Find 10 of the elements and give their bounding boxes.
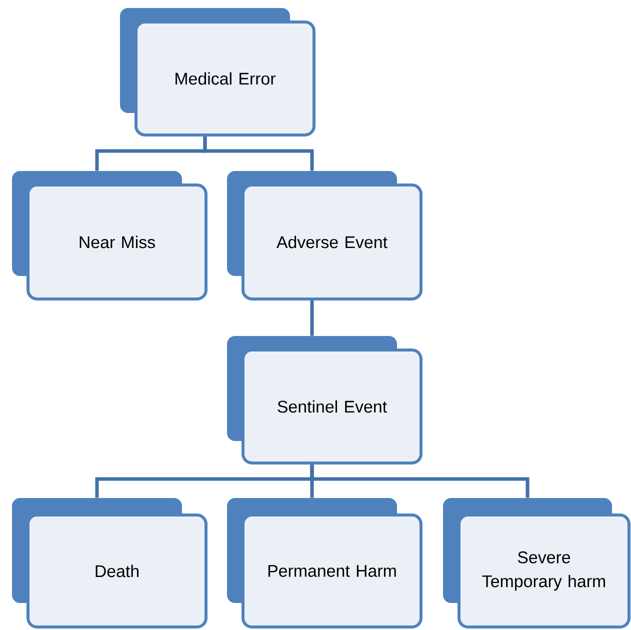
org-box: Near Miss (12, 171, 208, 300)
connector-line (310, 300, 314, 336)
connector-line (203, 136, 314, 171)
org-box: Death (12, 498, 208, 628)
org-box: Medical Error (120, 8, 316, 136)
connector-line (310, 464, 530, 498)
org-box: Severe Temporary harm (443, 498, 630, 628)
org-box: Permanent Harm (227, 498, 422, 628)
org-box: Adverse Event (227, 171, 422, 300)
org-box: Sentinel Event (227, 336, 422, 464)
